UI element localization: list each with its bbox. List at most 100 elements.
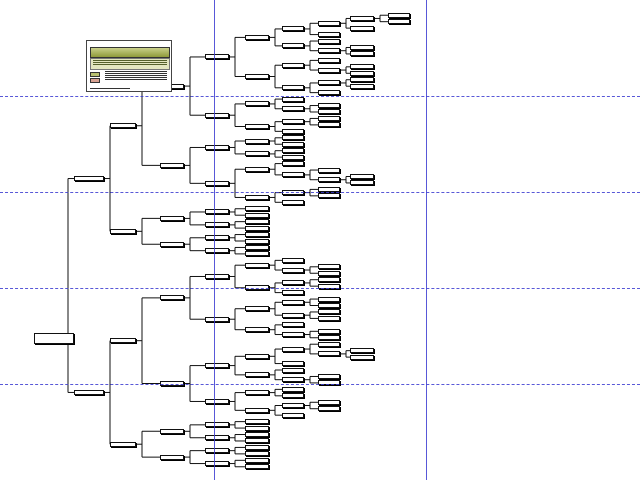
ancestor-box[interactable] (282, 172, 304, 178)
ancestor-box[interactable] (318, 38, 340, 44)
ancestor-box[interactable] (318, 48, 340, 54)
ancestor-box[interactable] (245, 244, 269, 250)
ancestor-box[interactable] (205, 435, 229, 441)
ancestor-box[interactable] (282, 402, 304, 408)
ancestor-box[interactable] (245, 372, 269, 378)
ancestor-box[interactable] (245, 34, 269, 40)
ancestor-box[interactable] (245, 194, 269, 200)
ancestor-box[interactable] (245, 124, 269, 129)
ancestor-box[interactable] (245, 457, 269, 463)
ancestor-box[interactable] (318, 373, 340, 379)
ancestor-box[interactable] (282, 141, 304, 147)
ancestor-box[interactable] (282, 43, 304, 49)
ancestor-box[interactable] (245, 425, 269, 431)
ancestor-box[interactable] (245, 212, 269, 218)
ancestor-box[interactable] (318, 341, 340, 347)
ancestor-box[interactable] (245, 419, 269, 425)
ancestor-box[interactable] (245, 101, 269, 107)
ancestor-box[interactable] (318, 67, 340, 73)
ancestor-box[interactable] (205, 448, 229, 454)
ancestor-box[interactable] (245, 238, 269, 244)
ancestor-box[interactable] (205, 422, 229, 428)
ancestor-box[interactable] (318, 57, 340, 63)
ancestor-box[interactable] (318, 335, 340, 341)
ancestor-box[interactable] (245, 166, 269, 172)
ancestor-box[interactable] (318, 309, 340, 315)
ancestor-box[interactable] (350, 70, 374, 76)
ancestor-box[interactable] (245, 444, 269, 450)
ancestor-box[interactable] (110, 441, 136, 447)
ancestor-box[interactable] (318, 406, 340, 412)
ancestor-box[interactable] (110, 228, 136, 234)
ancestor-box[interactable] (282, 290, 304, 296)
ancestor-box[interactable] (282, 386, 304, 392)
ancestor-box[interactable] (318, 177, 340, 183)
ancestor-box[interactable] (282, 346, 304, 352)
ancestor-box[interactable] (205, 363, 229, 369)
ancestor-box[interactable] (318, 109, 340, 115)
ancestor-box[interactable] (282, 332, 304, 338)
ancestor-box[interactable] (282, 322, 304, 328)
ancestor-box[interactable] (282, 312, 304, 318)
ancestor-box[interactable] (160, 428, 184, 434)
ancestor-box[interactable] (245, 219, 269, 225)
ancestor-box[interactable] (205, 144, 229, 150)
ancestor-box[interactable] (205, 461, 229, 467)
ancestor-box[interactable] (282, 412, 304, 418)
ancestor-box[interactable] (282, 96, 304, 102)
ancestor-box[interactable] (282, 299, 304, 305)
ancestor-box[interactable] (282, 257, 304, 263)
ancestor-box[interactable] (318, 20, 340, 26)
ancestor-box[interactable] (205, 112, 229, 118)
ancestor-box[interactable] (282, 367, 304, 373)
ancestor-box[interactable] (205, 180, 229, 186)
ancestor-box[interactable] (245, 138, 269, 144)
ancestor-box[interactable] (318, 264, 340, 270)
ancestor-box[interactable] (245, 407, 269, 413)
ancestor-box[interactable] (205, 54, 229, 60)
ancestor-box[interactable] (318, 315, 340, 321)
ancestor-box[interactable] (350, 25, 374, 31)
ancestor-box[interactable] (245, 451, 269, 457)
ancestor-box[interactable] (282, 361, 304, 367)
ancestor-box[interactable] (318, 351, 340, 357)
ancestor-box[interactable] (282, 199, 304, 205)
ancestor-box[interactable] (160, 295, 184, 301)
ancestor-box[interactable] (282, 128, 304, 134)
ancestor-box[interactable] (74, 176, 104, 182)
ancestor-box[interactable] (282, 267, 304, 273)
ancestor-box[interactable] (245, 327, 269, 333)
ancestor-box[interactable] (318, 80, 340, 86)
ancestor-box[interactable] (318, 270, 340, 276)
root-person-box[interactable] (34, 333, 74, 344)
ancestor-box[interactable] (350, 348, 374, 354)
ancestor-box[interactable] (245, 251, 269, 257)
ancestor-box[interactable] (282, 280, 304, 286)
ancestor-box[interactable] (350, 77, 374, 83)
ancestor-box[interactable] (245, 464, 269, 470)
ancestor-box[interactable] (205, 209, 229, 215)
ancestor-box[interactable] (74, 389, 104, 395)
ancestor-box[interactable] (318, 167, 340, 173)
ancestor-box[interactable] (245, 232, 269, 238)
ancestor-box[interactable] (160, 381, 184, 387)
ancestor-box[interactable] (205, 273, 229, 279)
ancestor-box[interactable] (318, 90, 340, 96)
ancestor-box[interactable] (318, 303, 340, 308)
ancestor-box[interactable] (245, 390, 269, 396)
ancestor-box[interactable] (282, 393, 304, 399)
ancestor-box[interactable] (245, 74, 269, 79)
ancestor-box[interactable] (282, 135, 304, 141)
ancestor-box[interactable] (350, 83, 374, 89)
ancestor-box[interactable] (205, 235, 229, 241)
ancestor-box[interactable] (160, 454, 184, 460)
ancestor-box[interactable] (318, 122, 340, 128)
ancestor-box[interactable] (388, 19, 410, 25)
ancestor-box[interactable] (160, 162, 184, 168)
ancestor-box[interactable] (205, 316, 229, 322)
ancestor-box[interactable] (245, 432, 269, 438)
ancestor-box[interactable] (350, 51, 374, 57)
ancestor-box[interactable] (245, 285, 269, 291)
ancestor-box[interactable] (205, 398, 229, 404)
ancestor-box[interactable] (282, 85, 304, 91)
